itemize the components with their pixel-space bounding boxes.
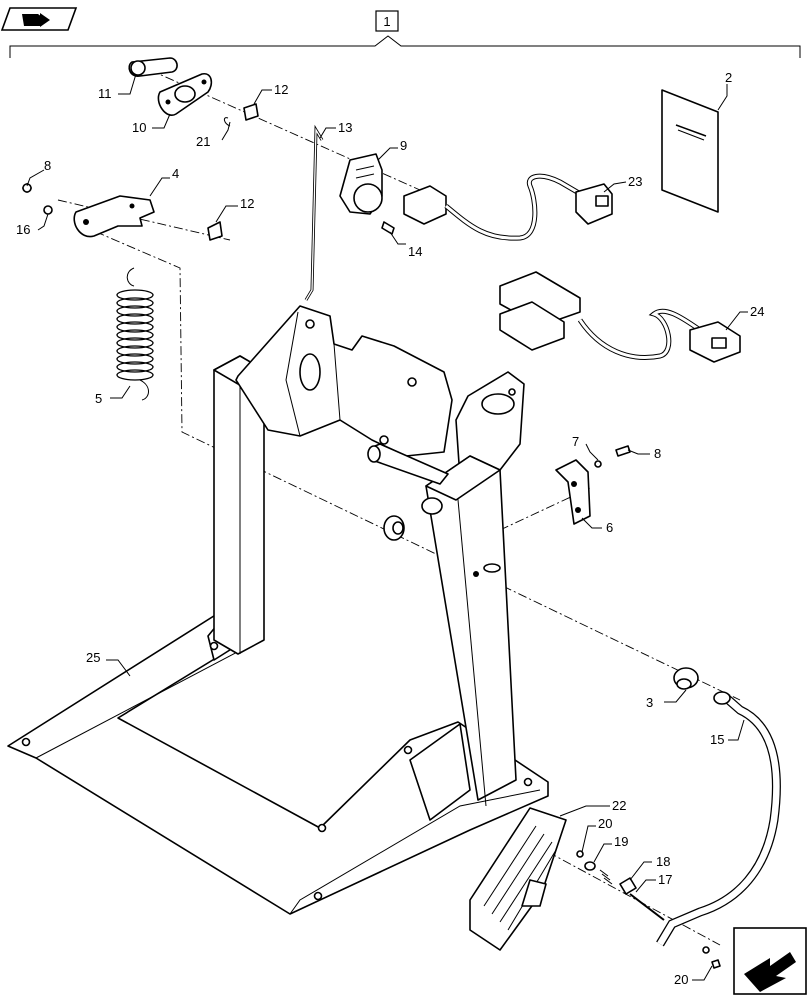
- callout-8a: 8: [44, 158, 51, 173]
- stop-bracket: [555, 445, 631, 525]
- callout-12a: 12: [274, 82, 288, 97]
- callout-18: 18: [656, 854, 670, 869]
- position-sensor: [339, 153, 395, 235]
- callout-12b: 12: [240, 196, 254, 211]
- pedal-rod: [656, 691, 781, 947]
- manual-booklet: [661, 89, 719, 213]
- callout-16: 16: [16, 222, 30, 237]
- callout-15: 15: [710, 732, 724, 747]
- callout-9: 9: [400, 138, 407, 153]
- assembly-number: 1: [383, 14, 390, 29]
- next-page-arrow-icon[interactable]: [733, 927, 807, 995]
- pedal-pivot-hardware: [576, 850, 721, 969]
- callout-4: 4: [172, 166, 179, 181]
- pivot-bracket: [455, 371, 525, 479]
- pivot-pin-and-plate: [128, 57, 259, 127]
- callout-5: 5: [95, 391, 102, 406]
- callout-20a: 20: [598, 816, 612, 831]
- callout-10: 10: [132, 120, 146, 135]
- callout-3: 3: [646, 695, 653, 710]
- callout-24: 24: [750, 304, 764, 319]
- callout-20b: 20: [674, 972, 688, 987]
- return-spring: [116, 267, 154, 401]
- callout-25: 25: [86, 650, 100, 665]
- callout-19: 19: [614, 834, 628, 849]
- left-column: [213, 355, 265, 655]
- wiring-harness-23: [403, 173, 613, 241]
- cross-tube: [367, 443, 449, 485]
- bushing-3: [673, 667, 699, 690]
- bushing-inner: [383, 515, 405, 541]
- callout-21: 21: [196, 134, 210, 149]
- callout-6: 6: [606, 520, 613, 535]
- callout-17: 17: [658, 872, 672, 887]
- foot-pedal: [469, 807, 567, 951]
- callout-labels: 2 3 4 5 6 7 8 8 9 10 11 12 12 13 14 15 1…: [16, 70, 764, 987]
- callout-11: 11: [98, 86, 112, 101]
- assembly-bracket: 1: [9, 10, 801, 58]
- callout-2: 2: [725, 70, 732, 85]
- callout-13: 13: [338, 120, 352, 135]
- callout-7: 7: [572, 434, 579, 449]
- callout-8b: 8: [654, 446, 661, 461]
- pedal-arm-column: [421, 455, 517, 807]
- callout-23: 23: [628, 174, 642, 189]
- callout-14: 14: [408, 244, 422, 259]
- pedal-base-frame: [7, 601, 549, 915]
- upper-mounting-bracket: [235, 305, 453, 457]
- callout-22: 22: [612, 798, 626, 813]
- leader-lines: [26, 73, 748, 981]
- book-arrow-icon[interactable]: [0, 7, 78, 31]
- sensor-link-arm: [22, 124, 324, 301]
- wiring-harness-24: [499, 271, 741, 363]
